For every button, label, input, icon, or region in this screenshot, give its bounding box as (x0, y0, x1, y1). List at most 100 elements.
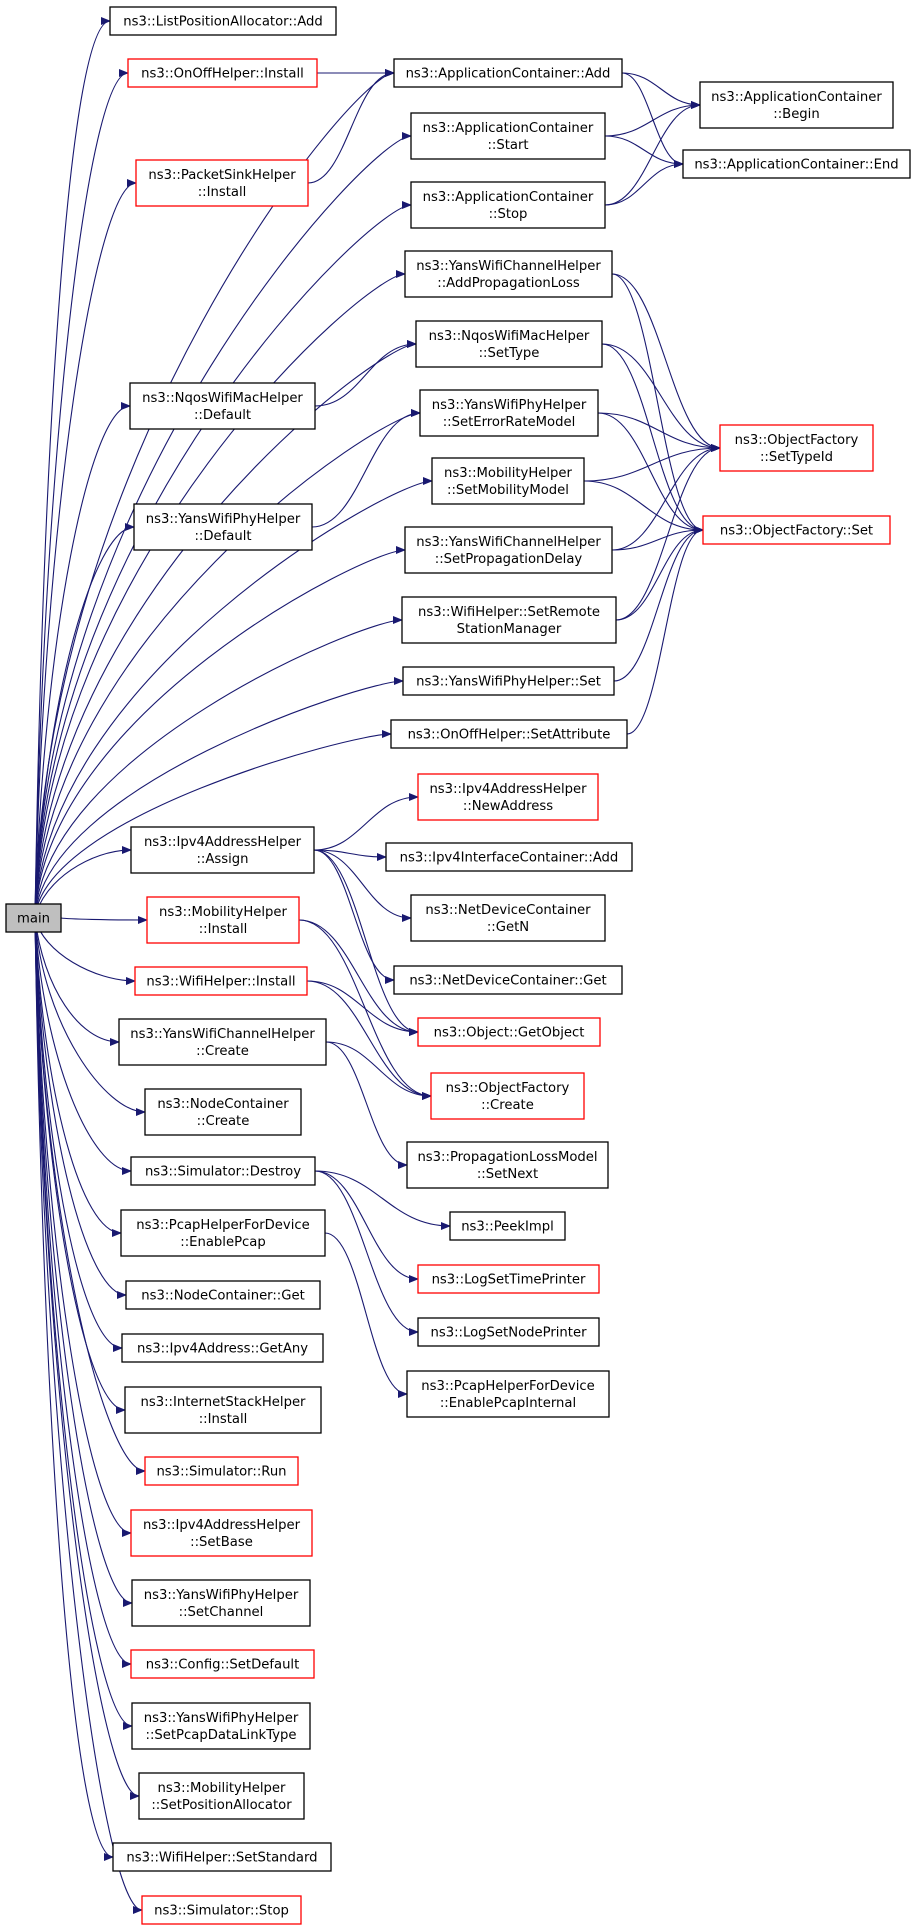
call-edge (34, 730, 392, 919)
call-edge (615, 526, 704, 621)
node-obj-getobject[interactable]: ns3::Object::GetObject (417, 1017, 601, 1047)
node-box (431, 457, 585, 505)
call-edge (313, 849, 387, 861)
node-nqos-default[interactable]: ns3::NqosWifiMacHelper::Default (129, 382, 316, 430)
node-pcap-enable[interactable]: ns3::PcapHelperForDevice::EnablePcap (120, 1209, 326, 1257)
node-lpa-add[interactable]: ns3::ListPositionAllocator::Add (109, 6, 337, 36)
node-label: ns3::WifiHelper::SetStandard (126, 1851, 317, 1866)
node-ipv4h-assign[interactable]: ns3::Ipv4AddressHelper::Assign (130, 826, 315, 874)
node-appc-add[interactable]: ns3::ApplicationContainer::Add (393, 58, 623, 88)
node-ipv4h-setbase[interactable]: ns3::Ipv4AddressHelper::SetBase (130, 1509, 313, 1557)
call-edge (34, 917, 123, 1352)
node-label: ns3::Ipv4AddressHelper (144, 835, 302, 850)
node-mob-setposalloc[interactable]: ns3::MobilityHelper::SetPositionAllocato… (138, 1772, 305, 1820)
node-box (404, 526, 613, 574)
call-edge (34, 917, 146, 1475)
call-edge (601, 343, 721, 452)
call-edge (597, 412, 704, 534)
node-label: ::Begin (773, 107, 819, 122)
node-ipv4-getany[interactable]: ns3::Ipv4Address::GetAny (121, 1333, 324, 1363)
node-ipv4h-newaddr[interactable]: ns3::Ipv4AddressHelper::NewAddress (417, 773, 599, 821)
node-nqos-settype[interactable]: ns3::NqosWifiMacHelper::SetType (415, 320, 603, 368)
call-edge (34, 523, 135, 919)
node-onoff-setattr[interactable]: ns3::OnOffHelper::SetAttribute (390, 719, 628, 749)
node-logtime[interactable]: ns3::LogSetTimePrinter (417, 1264, 600, 1294)
node-box (133, 503, 313, 551)
node-objf-settypeid[interactable]: ns3::ObjectFactory::SetTypeId (719, 424, 874, 472)
node-box (417, 1317, 600, 1347)
node-label: ::AddPropagationLoss (437, 276, 580, 291)
node-label: ns3::InternetStackHelper (141, 1395, 307, 1410)
node-label: ns3::Simulator::Destroy (145, 1165, 301, 1180)
node-peekimpl[interactable]: ns3::PeekImpl (449, 1211, 566, 1241)
call-edge (34, 917, 143, 1914)
node-box (449, 1211, 566, 1241)
call-edge (314, 340, 417, 407)
node-ndc-get[interactable]: ns3::NetDeviceContainer::Get (393, 965, 623, 995)
node-ipv4ic-add[interactable]: ns3::Ipv4InterfaceContainer::Add (385, 842, 633, 872)
call-edge (604, 135, 684, 168)
node-box (401, 596, 617, 644)
node-mob-setmodel[interactable]: ns3::MobilityHelper::SetMobilityModel (431, 457, 585, 505)
node-label: ::Install (199, 922, 248, 937)
node-plm-setnext[interactable]: ns3::PropagationLossModel::SetNext (406, 1141, 609, 1189)
call-edge (34, 270, 406, 919)
node-mob-install[interactable]: ns3::MobilityHelper::Install (146, 896, 300, 944)
node-onoff-install[interactable]: ns3::OnOffHelper::Install (127, 58, 318, 88)
node-box (130, 1156, 316, 1186)
node-yans-phy-setch[interactable]: ns3::YansWifiPhyHelper::SetChannel (131, 1579, 311, 1627)
node-box (410, 894, 606, 942)
call-edge (325, 1041, 432, 1100)
node-box (129, 382, 316, 430)
node-sim-destroy[interactable]: ns3::Simulator::Destroy (130, 1156, 316, 1186)
call-edge (34, 402, 131, 919)
node-box (134, 966, 308, 996)
node-objf-create[interactable]: ns3::ObjectFactory::Create (430, 1072, 585, 1120)
node-label: ns3::OnOffHelper::Install (141, 67, 304, 82)
node-objf-set[interactable]: ns3::ObjectFactory::Set (702, 515, 891, 545)
call-edge (311, 409, 421, 528)
node-sim-run[interactable]: ns3::Simulator::Run (144, 1456, 299, 1486)
node-label: ns3::LogSetTimePrinter (432, 1273, 586, 1288)
call-edge (34, 917, 122, 1237)
node-wifi-setstd[interactable]: ns3::WifiHelper::SetStandard (112, 1842, 332, 1872)
node-yans-phy-seterr[interactable]: ns3::YansWifiPhyHelper::SetErrorRateMode… (419, 389, 599, 437)
node-yans-ch-addprop[interactable]: ns3::YansWifiChannelHelper::AddPropagati… (404, 250, 613, 298)
node-yans-phy-default[interactable]: ns3::YansWifiPhyHelper::Default (133, 503, 313, 551)
node-yans-ch-setdelay[interactable]: ns3::YansWifiChannelHelper::SetPropagati… (404, 526, 613, 574)
node-wifi-install[interactable]: ns3::WifiHelper::Install (134, 966, 308, 996)
node-pcap-internal[interactable]: ns3::PcapHelperForDevice::EnablePcapInte… (406, 1370, 610, 1418)
node-box (419, 389, 599, 437)
node-yans-phy-setpcap[interactable]: ns3::YansWifiPhyHelper::SetPcapDataLinkT… (131, 1702, 311, 1750)
node-label: ns3::ObjectFactory (735, 433, 859, 448)
node-label: ::SetTypeId (760, 450, 833, 465)
call-edge (60, 915, 148, 924)
call-edge (583, 444, 721, 482)
node-sim-stop[interactable]: ns3::Simulator::Stop (141, 1895, 302, 1925)
node-lognode[interactable]: ns3::LogSetNodePrinter (417, 1317, 600, 1347)
node-label: ::SetChannel (179, 1605, 264, 1620)
node-nc-create[interactable]: ns3::NodeContainer::Create (144, 1088, 302, 1136)
call-edge (313, 849, 419, 1036)
node-cfg-setdefault[interactable]: ns3::Config::SetDefault (130, 1649, 315, 1679)
node-box (417, 773, 599, 821)
node-ish-install[interactable]: ns3::InternetStackHelper::Install (124, 1386, 322, 1434)
call-edge (34, 917, 114, 1861)
call-edge (34, 132, 412, 919)
node-main[interactable]: main (5, 903, 62, 933)
node-ndc-getn[interactable]: ns3::NetDeviceContainer::GetN (410, 894, 606, 942)
node-appc-stop[interactable]: ns3::ApplicationContainer::Stop (410, 181, 606, 229)
node-appc-begin[interactable]: ns3::ApplicationContainer::Begin (699, 81, 894, 129)
node-appc-start[interactable]: ns3::ApplicationContainer::Start (410, 112, 606, 160)
node-box (406, 1370, 610, 1418)
node-label: ns3::NodeContainer::Get (141, 1289, 305, 1304)
node-yans-phy-set[interactable]: ns3::YansWifiPhyHelper::Set (402, 666, 615, 696)
node-label: ns3::MobilityHelper (158, 1781, 286, 1796)
node-packetsink-install[interactable]: ns3::PacketSinkHelper::Install (135, 159, 309, 207)
node-appc-end[interactable]: ns3::ApplicationContainer::End (682, 149, 911, 179)
node-nc-get[interactable]: ns3::NodeContainer::Get (125, 1280, 321, 1310)
node-yans-ch-create[interactable]: ns3::YansWifiChannelHelper::Create (118, 1018, 327, 1066)
node-label: ::SetPcapDataLinkType (146, 1728, 297, 1743)
